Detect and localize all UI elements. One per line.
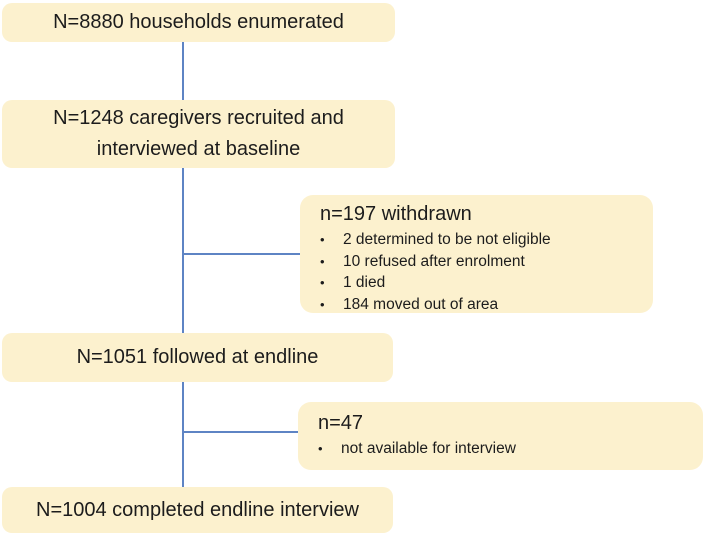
withdrawn-reason-text: 10 refused after enrolment — [343, 252, 525, 270]
bullet-icon: • — [320, 275, 325, 290]
bullet-icon: • — [320, 232, 325, 247]
withdrawn-reason-text: 184 moved out of area — [343, 295, 499, 313]
box-completed-interview-label: N=1004 completed endline interview — [36, 498, 359, 521]
connector-horizontal-not-available — [183, 431, 298, 433]
box-caregivers-baseline: N=1248 caregivers recruited and intervie… — [2, 100, 395, 168]
connector-vertical-1 — [182, 42, 184, 100]
connector-vertical-2 — [182, 168, 184, 333]
box-caregivers-baseline-label: N=1248 caregivers recruited and intervie… — [53, 107, 344, 160]
list-item: • 1 died — [320, 272, 643, 294]
bullet-icon: • — [318, 441, 323, 456]
list-item: • 2 determined to be not eligible — [320, 229, 643, 251]
box-not-available-title: n=47 — [318, 412, 364, 434]
box-followed-endline-label: N=1051 followed at endline — [76, 346, 319, 368]
box-households-enumerated-label: N=8880 households enumerated — [53, 11, 344, 33]
withdrawn-reason-text: 1 died — [343, 274, 386, 291]
connector-horizontal-withdrawn — [183, 253, 300, 255]
box-withdrawn-title: n=197 withdrawn — [320, 203, 472, 225]
box-completed-interview: N=1004 completed endline interview — [2, 487, 393, 533]
connector-vertical-3 — [182, 382, 184, 487]
box-households-enumerated: N=8880 households enumerated — [2, 3, 395, 42]
not-available-reason-list: • not available for interview — [318, 438, 693, 460]
bullet-icon: • — [320, 296, 325, 312]
not-available-reason-text: not available for interview — [341, 440, 516, 457]
list-item: • 184 moved out of area — [320, 294, 643, 316]
list-item: • 10 refused after enrolment — [320, 251, 643, 273]
box-withdrawn: n=197 withdrawn • 2 determined to be not… — [300, 195, 653, 313]
withdrawn-reason-text: 2 determined to be not eligible — [343, 231, 551, 248]
bullet-icon: • — [320, 253, 325, 269]
list-item: • not available for interview — [318, 438, 693, 460]
box-followed-endline: N=1051 followed at endline — [2, 333, 393, 382]
withdrawn-reason-list: • 2 determined to be not eligible • 10 r… — [320, 229, 643, 315]
box-not-available: n=47 • not available for interview — [298, 402, 703, 470]
